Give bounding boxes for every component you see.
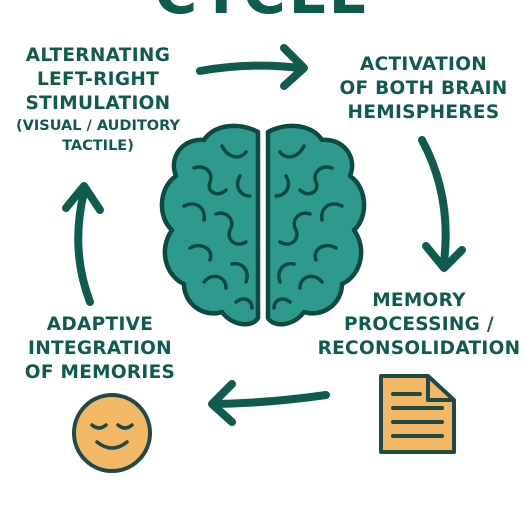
- brain-icon: [159, 123, 367, 327]
- step-activation-line-1: ACTIVATION: [359, 54, 488, 75]
- brain-left-hemisphere: [159, 123, 261, 327]
- step-adaptive-line-3: OF MEMORIES: [24, 362, 176, 383]
- step-adaptive-line-2: INTEGRATION: [28, 338, 172, 359]
- step-memory-label: MEMORY PROCESSING / RECONSOLIDATION: [316, 289, 522, 361]
- step-memory-line-3: RECONSOLIDATION: [317, 338, 521, 359]
- document-icon: [379, 374, 456, 454]
- diagram-title: CYCLE: [0, 0, 526, 22]
- step-stimulation-line-3: STIMULATION: [25, 93, 171, 114]
- step-activation-line-3: HEMISPHERES: [347, 102, 500, 123]
- step-memory-line-1: MEMORY: [372, 290, 466, 311]
- step-stimulation-sub-1: (VISUAL / AUDITORY: [16, 118, 180, 134]
- arrow-stimulation-to-activation: [196, 44, 308, 90]
- step-activation-line-2: OF BOTH BRAIN: [339, 78, 508, 99]
- step-adaptive-label: ADAPTIVE INTEGRATION OF MEMORIES: [10, 313, 190, 385]
- step-memory-line-2: PROCESSING /: [344, 314, 494, 335]
- smiling-face-icon: [72, 393, 152, 473]
- step-stimulation-line-2: LEFT-RIGHT: [36, 69, 160, 90]
- arrow-activation-to-memory: [418, 136, 466, 272]
- brain-right-hemisphere: [265, 123, 367, 327]
- step-adaptive-line-1: ADAPTIVE: [46, 314, 154, 335]
- step-stimulation-sub-2: TACTILE): [62, 138, 134, 154]
- arrow-adaptive-to-stimulation: [62, 182, 104, 306]
- step-activation-label: ACTIVATION OF BOTH BRAIN HEMISPHERES: [326, 53, 521, 125]
- step-stimulation-line-1: ALTERNATING: [25, 45, 171, 66]
- arrow-memory-to-adaptive: [208, 380, 330, 426]
- step-stimulation-label: ALTERNATING LEFT-RIGHT STIMULATION (VISU…: [8, 44, 188, 156]
